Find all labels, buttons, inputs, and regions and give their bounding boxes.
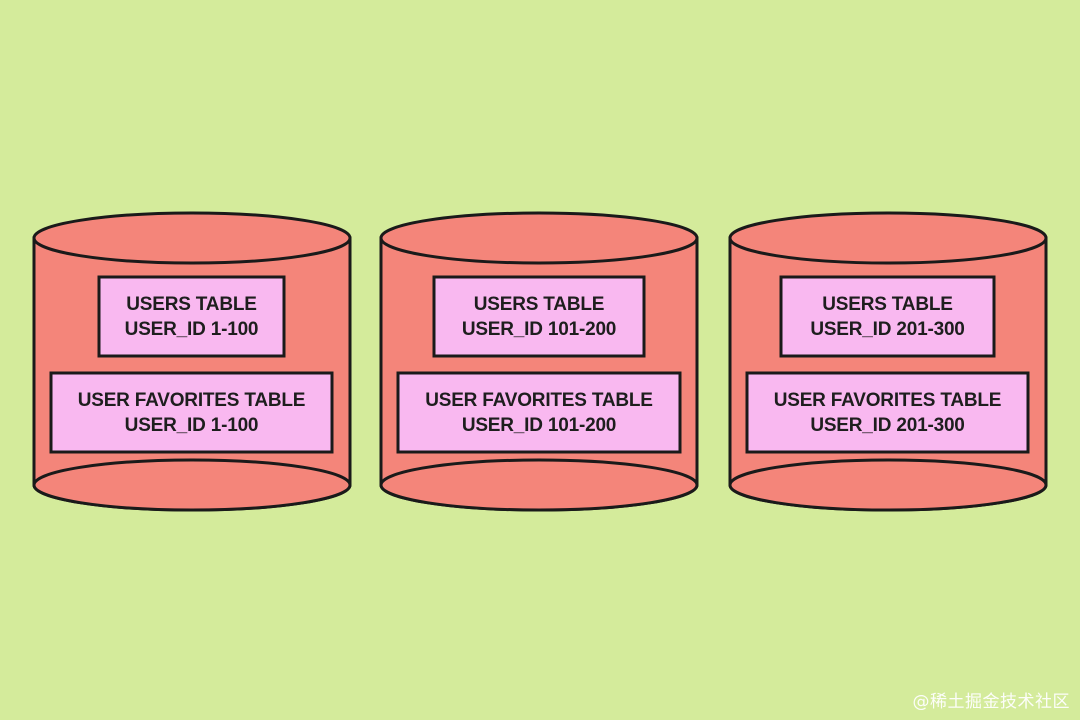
database-shard-2: USERS TABLE USER_ID 101-200 USER FAVORIT…	[379, 211, 699, 512]
cylinder-bottom-rim	[728, 458, 1048, 512]
users-table-box: USERS TABLE USER_ID 1-100	[97, 275, 286, 358]
users-table-box: USERS TABLE USER_ID 101-200	[432, 275, 646, 358]
database-shard-3: USERS TABLE USER_ID 201-300 USER FAVORIT…	[728, 211, 1048, 512]
favorites-table-range: USER_ID 101-200	[462, 415, 616, 436]
users-table-title: USERS TABLE	[474, 294, 604, 315]
cylinder-top	[728, 211, 1048, 265]
users-table-range: USER_ID 101-200	[462, 319, 616, 340]
favorites-table-title: USER FAVORITES TABLE	[425, 390, 653, 411]
favorites-table-title: USER FAVORITES TABLE	[78, 390, 306, 411]
user-favorites-table-box: USER FAVORITES TABLE USER_ID 101-200	[396, 371, 682, 454]
users-table-range: USER_ID 1-100	[125, 319, 259, 340]
cylinder-top	[379, 211, 699, 265]
cylinder-top	[32, 211, 352, 265]
database-shard-1: USERS TABLE USER_ID 1-100 USER FAVORITES…	[32, 211, 352, 512]
cylinder-bottom-rim	[32, 458, 352, 512]
users-table-title: USERS TABLE	[822, 294, 952, 315]
users-table-box: USERS TABLE USER_ID 201-300	[779, 275, 996, 358]
users-table-range: USER_ID 201-300	[810, 319, 964, 340]
favorites-table-range: USER_ID 1-100	[125, 415, 259, 436]
favorites-table-title: USER FAVORITES TABLE	[774, 390, 1002, 411]
favorites-table-range: USER_ID 201-300	[810, 415, 964, 436]
watermark: @稀土掘金技术社区	[912, 692, 1070, 712]
users-table-title: USERS TABLE	[126, 294, 256, 315]
user-favorites-table-box: USER FAVORITES TABLE USER_ID 1-100	[49, 371, 334, 454]
user-favorites-table-box: USER FAVORITES TABLE USER_ID 201-300	[745, 371, 1030, 454]
cylinder-bottom-rim	[379, 458, 699, 512]
